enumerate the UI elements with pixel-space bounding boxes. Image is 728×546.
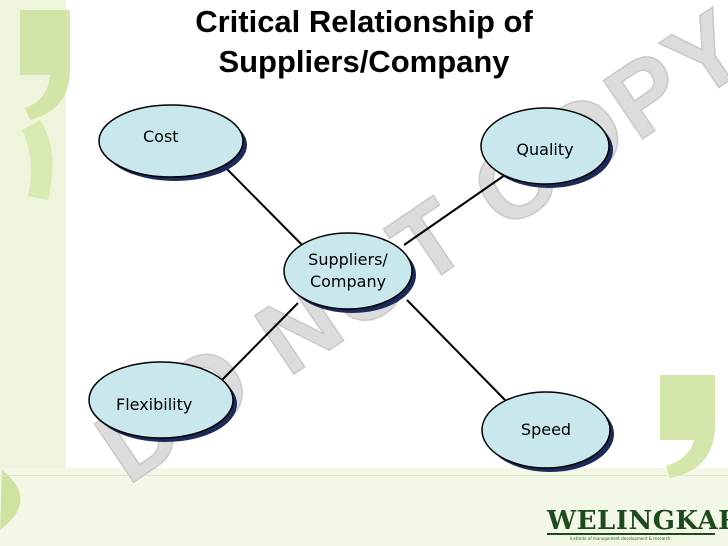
label-center-line-2: Company [309, 272, 387, 291]
node-quality [480, 107, 613, 188]
label-quality: Quality [516, 140, 574, 159]
label-flexibility: Flexibility [116, 395, 193, 414]
title-line-2: Suppliers/Company [218, 44, 510, 79]
bottom-rule [0, 475, 728, 476]
label-cost: Cost [143, 127, 179, 146]
left-quote-mark-mid [22, 120, 53, 200]
right-quote-mark [660, 375, 715, 478]
connector-flexibility [221, 302, 299, 381]
label-speed: Speed [520, 420, 572, 439]
connector-cost [221, 163, 313, 256]
left-quote-mark-top [20, 10, 70, 120]
node-center [283, 232, 416, 313]
title-line-1: Critical Relationship of [195, 4, 533, 39]
connector-speed [406, 299, 506, 401]
node-speed [481, 391, 614, 472]
brand-underline [547, 533, 715, 535]
connector-quality [403, 174, 506, 246]
label-center-line-1: Suppliers/ [308, 250, 388, 269]
brand-tagline: Institute of management development & re… [570, 536, 671, 541]
node-cost [98, 104, 247, 181]
brand-logo: WELINGKAR [547, 506, 728, 536]
slide-title: Critical Relationship of Suppliers/Compa… [90, 2, 638, 82]
node-flexibility [88, 361, 237, 442]
label-center: Suppliers/ Company [298, 249, 398, 293]
bottom-left-hook [0, 470, 21, 530]
